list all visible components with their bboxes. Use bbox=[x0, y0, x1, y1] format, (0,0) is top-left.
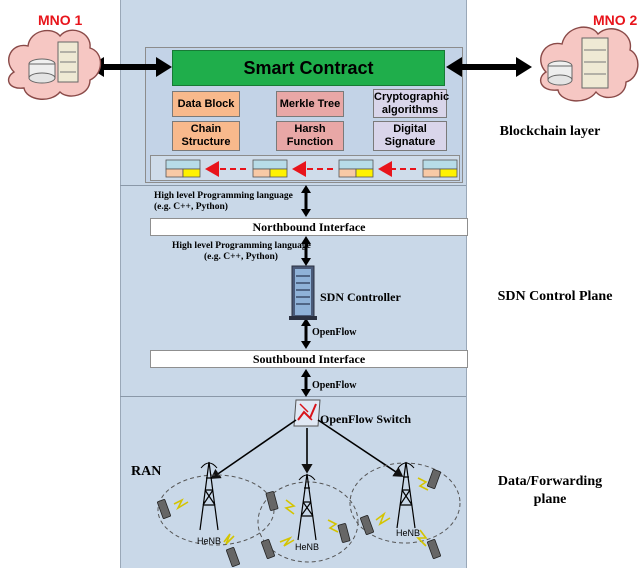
phone-icon-1 bbox=[157, 499, 171, 519]
tower-icon-2 bbox=[297, 473, 317, 541]
switch-tower1-link bbox=[210, 419, 297, 479]
phone-icon-6 bbox=[360, 515, 374, 535]
phone-icon-3 bbox=[265, 491, 279, 511]
henb-label-1: HeNB bbox=[197, 536, 222, 546]
harsh-function-label: Harsh Function bbox=[286, 123, 334, 148]
smart-contract-label: Smart Contract bbox=[243, 57, 374, 78]
chain-structure-label: Chain Structure bbox=[181, 123, 231, 148]
switch-icon bbox=[293, 399, 321, 427]
signal-bolts bbox=[173, 477, 429, 547]
blockchain-layer-label: Blockchain layer bbox=[499, 124, 601, 139]
server-icon bbox=[289, 265, 317, 320]
digital-signature-box: Digital Signature bbox=[373, 121, 447, 151]
harsh-function-box: Harsh Function bbox=[276, 121, 344, 151]
chain-block-1 bbox=[165, 159, 201, 178]
phone-icon-2 bbox=[226, 547, 240, 567]
crypto-algorithms-box: Cryptographic algorithms bbox=[373, 89, 450, 118]
chain-structure-box: Chain Structure bbox=[172, 121, 240, 151]
switch-tower3-link bbox=[317, 419, 404, 477]
phone-icon-4 bbox=[261, 539, 275, 559]
tower-icon-3 bbox=[396, 461, 416, 529]
openflow-label-1: OpenFlow bbox=[312, 327, 357, 338]
openflow-label-2: OpenFlow bbox=[312, 380, 357, 391]
southbound-switch-arrow bbox=[301, 369, 311, 397]
phone-icon-8 bbox=[427, 539, 441, 559]
controller-southbound-arrow bbox=[301, 318, 311, 349]
smart-contract-bar: Smart Contract bbox=[172, 50, 445, 86]
hl-language-label-2-line2: (e.g. C++, Python) bbox=[204, 252, 278, 262]
layer-divider-2 bbox=[120, 396, 466, 397]
chain-block-3 bbox=[338, 159, 374, 178]
sdn-control-plane-label: SDN Control Plane bbox=[497, 289, 613, 304]
merkle-tree-box: Merkle Tree bbox=[276, 91, 344, 117]
mno1-label: MNO 1 bbox=[38, 12, 83, 28]
blockchain-northbound-arrow bbox=[301, 185, 311, 217]
data-forwarding-plane-label-line2: plane bbox=[533, 492, 567, 507]
southbound-interface: Southbound Interface bbox=[150, 350, 468, 368]
data-forwarding-plane-label-line1: Data/Forwarding bbox=[497, 474, 603, 489]
coverage-area-1 bbox=[157, 474, 275, 546]
northbound-controller-arrow bbox=[301, 236, 311, 266]
phone-icon-7 bbox=[427, 469, 441, 489]
hl-language-label-1-line1: High level Programming language bbox=[154, 191, 293, 201]
crypto-algorithms-label: Cryptographic algorithms bbox=[374, 90, 450, 116]
hl-language-label-1-line2: (e.g. C++, Python) bbox=[154, 202, 228, 212]
henb-label-3: HeNB bbox=[396, 528, 421, 538]
tower-icon-1 bbox=[199, 461, 219, 531]
ran-label: RAN bbox=[131, 464, 162, 479]
data-block-box: Data Block bbox=[172, 91, 240, 117]
layer-divider-1 bbox=[120, 185, 466, 186]
chain-block-4 bbox=[422, 159, 458, 178]
mno2-link-arrow bbox=[446, 57, 532, 77]
sdn-controller-label: SDN Controller bbox=[320, 290, 401, 304]
henb-label-2: HeNB bbox=[295, 542, 320, 552]
phone-icon-5 bbox=[337, 523, 351, 543]
chain-block-2 bbox=[252, 159, 288, 178]
digital-signature-label: Digital Signature bbox=[384, 123, 436, 148]
mno2-label: MNO 2 bbox=[593, 12, 638, 28]
northbound-interface: Northbound Interface bbox=[150, 218, 468, 236]
openflow-switch-label: OpenFlow Switch bbox=[320, 412, 412, 426]
mno1-cloud-icon bbox=[7, 29, 102, 100]
merkle-tree-label: Merkle Tree bbox=[279, 97, 341, 110]
data-block-label: Data Block bbox=[177, 97, 235, 110]
hl-language-label-2-line1: High level Programming language bbox=[172, 241, 311, 251]
mno2-cloud-icon bbox=[539, 26, 639, 102]
